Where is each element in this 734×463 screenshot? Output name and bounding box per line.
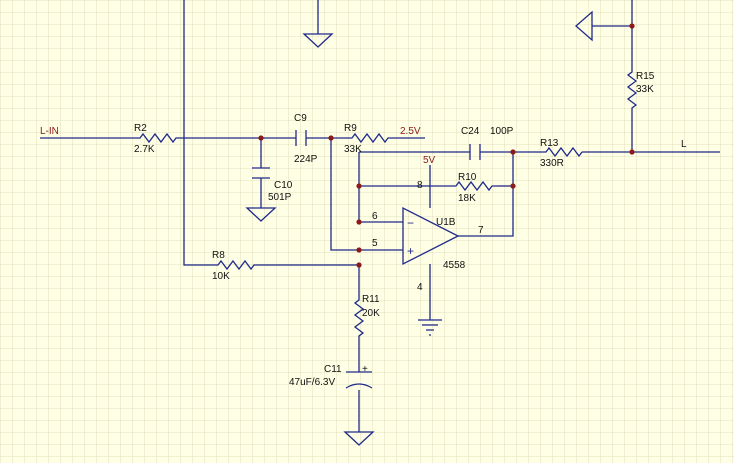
r10-value: 18K	[458, 193, 476, 204]
pin-label-6: 6	[372, 211, 378, 222]
capacitor-c9	[295, 130, 307, 146]
c9-ref: C9	[294, 113, 307, 124]
net-label-bias: 2.5V	[400, 126, 421, 137]
c10-ref: C10	[274, 180, 293, 191]
r10-ref: R10	[458, 172, 477, 183]
c11-ref: C11	[324, 364, 342, 375]
junction-dot	[629, 23, 635, 29]
ground-opamp	[418, 319, 442, 336]
net-label-output: L	[681, 139, 687, 150]
net-label-supply: 5V	[423, 155, 436, 166]
r2-ref: R2	[134, 123, 147, 134]
r9-value: 33K	[344, 144, 362, 155]
junction-dot	[510, 183, 516, 189]
junction-dot	[629, 149, 635, 155]
r15-value: 33K	[636, 84, 654, 95]
r9-ref: R9	[344, 123, 357, 134]
pin-label-7: 7	[478, 225, 484, 236]
r2-value: 2.7K	[134, 144, 155, 155]
u1b-part: 4558	[443, 260, 466, 271]
opamp-minus-sign: −	[407, 216, 414, 230]
junction-dot	[328, 135, 334, 141]
junction-dot	[258, 135, 264, 141]
r11-ref: R11	[362, 294, 380, 305]
r8-ref: R8	[212, 250, 225, 261]
u1b-ref: U1B	[436, 217, 456, 228]
opamp-u1b: − +	[402, 206, 460, 266]
ground-top	[302, 33, 334, 48]
pin-label-8: 8	[417, 180, 423, 191]
r11-value: 20K	[362, 308, 380, 319]
c10-value: 501P	[268, 192, 292, 203]
junction-dot	[356, 219, 362, 225]
c9-value: 224P	[294, 154, 318, 165]
pin-label-5: 5	[372, 238, 378, 249]
r13-ref: R13	[540, 138, 559, 149]
resistor-r13	[540, 146, 583, 158]
net-label-input: L-IN	[40, 126, 59, 137]
opamp-plus-sign: +	[407, 244, 414, 258]
c11-polarity: +	[362, 364, 368, 375]
resistor-r8	[210, 259, 256, 271]
ground-c10	[245, 207, 277, 222]
resistor-r2	[132, 132, 184, 144]
junctions	[258, 23, 635, 268]
junction-dot	[510, 149, 516, 155]
c24-value: 100P	[490, 126, 514, 137]
junction-dot	[356, 247, 362, 253]
resistor-r10	[448, 180, 498, 192]
resistor-r11	[353, 293, 365, 340]
capacitor-c10	[252, 167, 270, 179]
resistor-r9	[344, 132, 395, 144]
signal-arrow	[575, 10, 593, 42]
r15-ref: R15	[636, 71, 655, 82]
ground-c11	[343, 431, 375, 446]
pin-label-4: 4	[417, 282, 423, 293]
junction-dot	[356, 262, 362, 268]
r13-value: 330R	[540, 158, 564, 169]
capacitor-c11	[345, 371, 373, 389]
r8-value: 10K	[212, 271, 230, 282]
capacitor-c24	[469, 144, 481, 160]
c11-value: 47uF/6.3V	[289, 377, 335, 388]
c24-ref: C24	[461, 126, 480, 137]
resistor-r15	[626, 65, 638, 110]
junction-dot	[356, 183, 362, 189]
